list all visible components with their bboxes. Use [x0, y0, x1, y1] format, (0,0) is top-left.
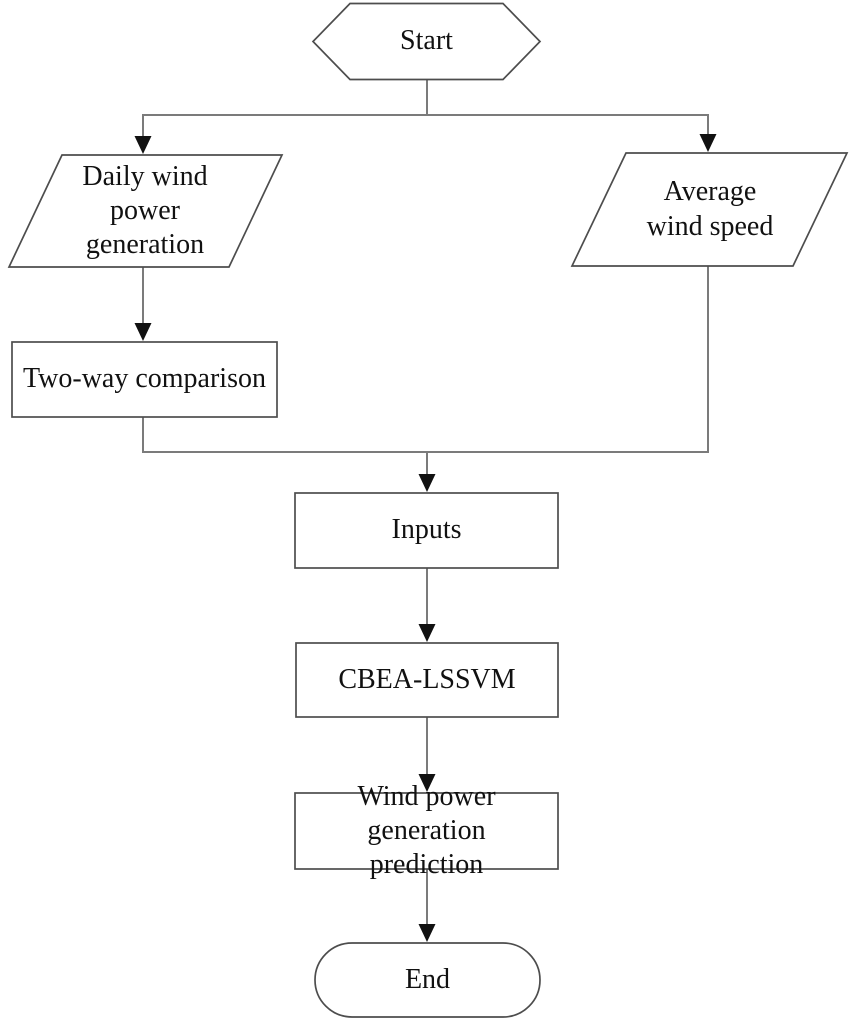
arrowhead-into-daily-wind	[134, 136, 152, 154]
edge-branch-split	[142, 114, 709, 142]
arrowhead-into-cbea	[418, 624, 436, 642]
end-node-shape	[314, 942, 541, 1018]
arrowhead-into-comparison	[134, 323, 152, 341]
comparison-node-shape	[11, 341, 278, 418]
inputs-node-shape	[294, 492, 559, 569]
arrowhead-into-average-wind	[699, 134, 717, 152]
average-wind-node-shape	[570, 152, 849, 267]
arrowhead-into-inputs	[418, 474, 436, 492]
cbea-node-shape	[295, 642, 559, 718]
prediction-node-shape	[294, 792, 559, 870]
arrowhead-into-end	[418, 924, 436, 942]
start-node-shape	[311, 2, 542, 81]
arrowhead-into-prediction	[418, 774, 436, 792]
edge-merge	[142, 266, 709, 453]
daily-wind-node-shape	[7, 154, 284, 268]
